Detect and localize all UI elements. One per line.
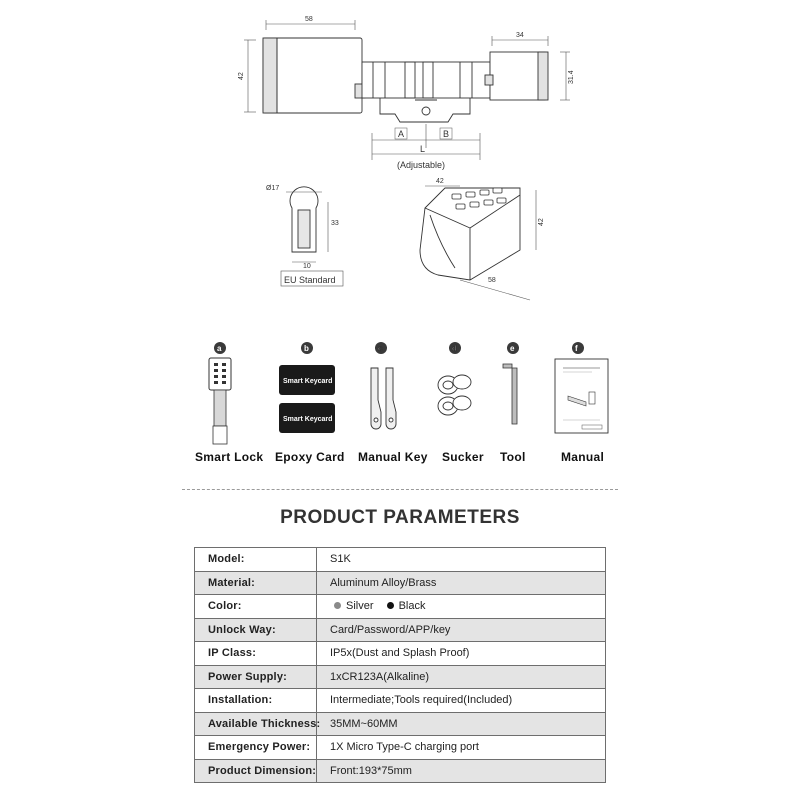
dim-34: 34 (516, 32, 524, 39)
section-divider (182, 489, 618, 490)
silver-swatch-icon (334, 602, 341, 610)
black-swatch-icon (386, 602, 394, 610)
badge-f (572, 342, 584, 354)
table-row: Power Supply: 1xCR123A(Alkaline) (194, 664, 606, 689)
accessory-smart-lock-illustration: a (208, 342, 232, 445)
param-value: S1K (316, 547, 606, 572)
table-row: Material: Aluminum Alloy/Brass (194, 570, 606, 595)
param-value: Front:193*75mm (316, 758, 606, 783)
accessory-label-manual: Manual (561, 450, 604, 464)
table-row: Model: S1K (194, 547, 606, 572)
svg-text:f: f (575, 344, 578, 353)
param-key: Installation: (194, 688, 317, 713)
param-value: 1X Micro Type-C charging port (316, 735, 606, 760)
param-key: Product Dimension: (194, 758, 317, 783)
dim-42-top: 42 (436, 178, 444, 185)
color-silver: Silver (346, 600, 374, 613)
accessory-epoxy-card-illustration: b Smart Keycard Smart Keycard (279, 342, 335, 433)
svg-text:b: b (304, 344, 309, 353)
param-value-colors: Silver Black (316, 594, 606, 619)
accessory-manual-illustration: f (554, 342, 609, 434)
dim-42-left: 42 (238, 72, 245, 80)
svg-text:a: a (217, 344, 222, 353)
param-key: Unlock Way: (194, 617, 317, 642)
param-key: IP Class: (194, 641, 317, 666)
keycard-text-1: Smart Keycard (283, 378, 332, 385)
dim-A: A (398, 129, 404, 139)
accessories-illustrations: a b Smart Keycard Smart Keycard c d (195, 342, 609, 464)
left-knob (262, 37, 363, 114)
accessory-label-smart-lock: Smart Lock (195, 450, 263, 464)
param-key: Available Thickness: (194, 711, 320, 736)
table-row: Product Dimension: Front:193*75mm (194, 758, 606, 783)
accessory-label-tool: Tool (500, 450, 526, 464)
badge-c (375, 342, 387, 354)
svg-text:e: e (510, 344, 515, 353)
badge-a (214, 342, 226, 354)
dim-10: 10 (303, 263, 311, 270)
cylinder-body (361, 61, 491, 99)
accessory-label-manual-key: Manual Key (358, 450, 428, 464)
accessory-label-sucker: Sucker (442, 450, 484, 464)
table-row: Unlock Way: Card/Password/APP/key (194, 617, 606, 642)
table-row: Emergency Power: 1X Micro Type-C chargin… (194, 735, 606, 760)
dim-42-right: 42 (538, 218, 545, 226)
accessory-tool-illustration: e (502, 342, 519, 425)
dim-L: L (420, 144, 425, 154)
param-value: 1xCR123A(Alkaline) (316, 664, 606, 689)
param-value: IP5x(Dust and Splash Proof) (316, 641, 606, 666)
badge-e (507, 342, 519, 354)
param-key: Model: (194, 547, 317, 572)
color-black: Black (398, 600, 426, 613)
adjustable-label: (Adjustable) (397, 160, 445, 170)
param-value: 35MM~60MM (316, 711, 606, 736)
badge-d (449, 342, 461, 354)
keycard-text-2: Smart Keycard (283, 416, 332, 423)
eu-standard-label: EU Standard (284, 275, 336, 285)
param-value: Aluminum Alloy/Brass (316, 570, 606, 595)
technical-drawing: 58 34 42 31.4 A B L (Adjustable) Ø17 33 … (238, 16, 575, 301)
right-knob (489, 51, 546, 101)
table-row: Available Thickness: 35MM~60MM (194, 711, 606, 736)
badge-b (301, 342, 313, 354)
accessory-sucker-illustration: d (437, 342, 472, 416)
svg-text:d: d (452, 344, 457, 353)
param-value: Card/Password/APP/key (316, 617, 606, 642)
svg-text:c: c (378, 344, 383, 353)
param-key: Material: (194, 570, 317, 595)
param-key: Power Supply: (194, 664, 317, 689)
dim-58-top: 58 (305, 16, 313, 23)
param-value: Intermediate;Tools required(Included) (316, 688, 606, 713)
param-key: Emergency Power: (194, 735, 317, 760)
dim-17: Ø17 (266, 185, 279, 192)
table-row: Color: Silver Black (194, 594, 606, 619)
accessory-manual-key-illustration: c (370, 342, 397, 430)
product-parameters-table: Model: S1K Material: Aluminum Alloy/Bras… (194, 547, 606, 783)
section-title: PRODUCT PARAMETERS (280, 507, 520, 528)
accessory-label-epoxy-card: Epoxy Card (275, 450, 345, 464)
dim-31-4: 31.4 (568, 70, 575, 84)
dim-33: 33 (331, 220, 339, 227)
table-row: Installation: Intermediate;Tools require… (194, 688, 606, 713)
table-row: IP Class: IP5x(Dust and Splash Proof) (194, 641, 606, 666)
param-key: Color: (194, 594, 317, 619)
dim-58-bottom: 58 (488, 277, 496, 284)
dim-B: B (443, 129, 449, 139)
